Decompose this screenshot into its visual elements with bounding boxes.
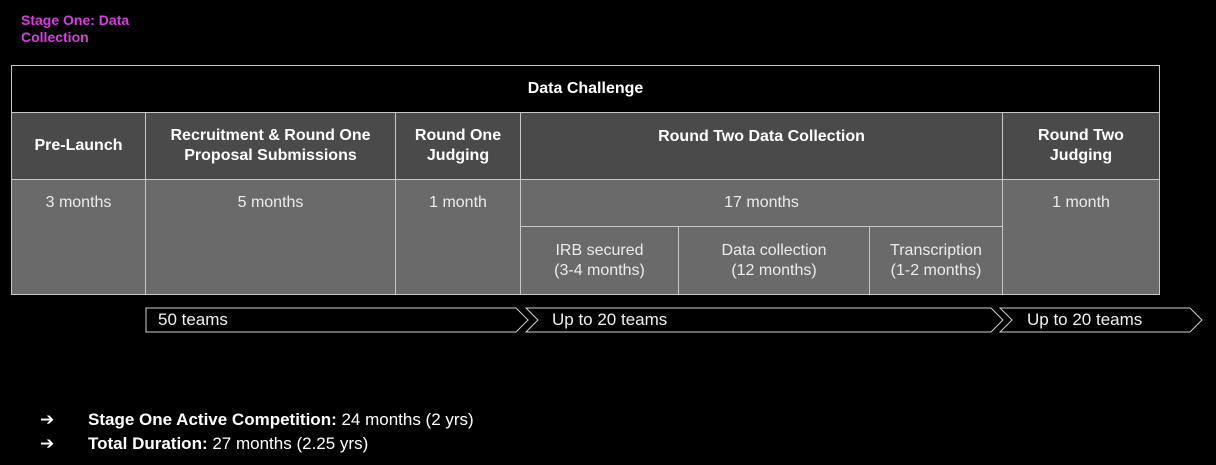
phase-duration-round-one-judging: 1 month xyxy=(395,179,521,295)
arrow-right-icon: ➔ xyxy=(40,434,55,453)
arrow-label-up-to-20-teams-a: Up to 20 teams xyxy=(552,310,668,329)
summary-bullets: ➔ Stage One Active Competition: 24 month… xyxy=(40,408,474,456)
arrow-label-up-to-20-teams-b: Up to 20 teams xyxy=(1027,310,1143,329)
arrow-right-icon: ➔ xyxy=(40,410,55,429)
arrow-shape-up-to-20-teams-b xyxy=(998,307,1203,333)
bullet-total-duration-label: Total Duration: xyxy=(88,434,208,453)
subphase-transcription: Transcription (1-2 months) xyxy=(869,226,1003,295)
phase-header-round-one-judging: Round One Judging xyxy=(395,112,521,180)
phase-duration-pre-launch: 3 months xyxy=(11,179,146,295)
subphase-irb-label: IRB secured xyxy=(555,241,644,259)
bullet-total-duration-value: 27 months (2.25 yrs) xyxy=(207,434,369,453)
subphase-transcription-label: Transcription xyxy=(890,241,982,259)
bullet-total-duration: ➔ Total Duration: 27 months (2.25 yrs) xyxy=(40,432,474,456)
subphase-transcription-duration: (1-2 months) xyxy=(890,261,982,279)
subphase-data-collection: Data collection (12 months) xyxy=(678,226,870,295)
subphase-data-collection-duration: (12 months) xyxy=(731,261,817,279)
phase-header-round-two-judging: Round Two Judging xyxy=(1002,112,1160,180)
subphase-irb-duration: (3-4 months) xyxy=(554,261,645,279)
subphase-irb: IRB secured (3-4 months) xyxy=(520,226,679,295)
phase-header-pre-launch: Pre-Launch xyxy=(11,112,146,180)
bullet-active-competition-value: 24 months (2 yrs) xyxy=(336,410,474,429)
phase-header-round-two-data-collection: Round Two Data Collection xyxy=(520,112,1003,180)
table-title: Data Challenge xyxy=(11,65,1160,113)
phase-duration-round-two-data-collection: 17 months xyxy=(520,179,1003,227)
phase-header-recruitment: Recruitment & Round One Proposal Submiss… xyxy=(145,112,396,180)
arrow-shape-50-teams xyxy=(145,307,529,333)
arrow-label-50-teams: 50 teams xyxy=(158,310,228,329)
arrow-shape-up-to-20-teams-a xyxy=(524,307,1004,333)
bullet-active-competition: ➔ Stage One Active Competition: 24 month… xyxy=(40,408,474,432)
bullet-active-competition-label: Stage One Active Competition: xyxy=(88,410,337,429)
subphase-data-collection-label: Data collection xyxy=(721,241,827,259)
phase-duration-recruitment: 5 months xyxy=(145,179,396,295)
stage-title: Stage One: Data Collection xyxy=(21,12,130,45)
phase-duration-round-two-judging: 1 month xyxy=(1002,179,1160,295)
